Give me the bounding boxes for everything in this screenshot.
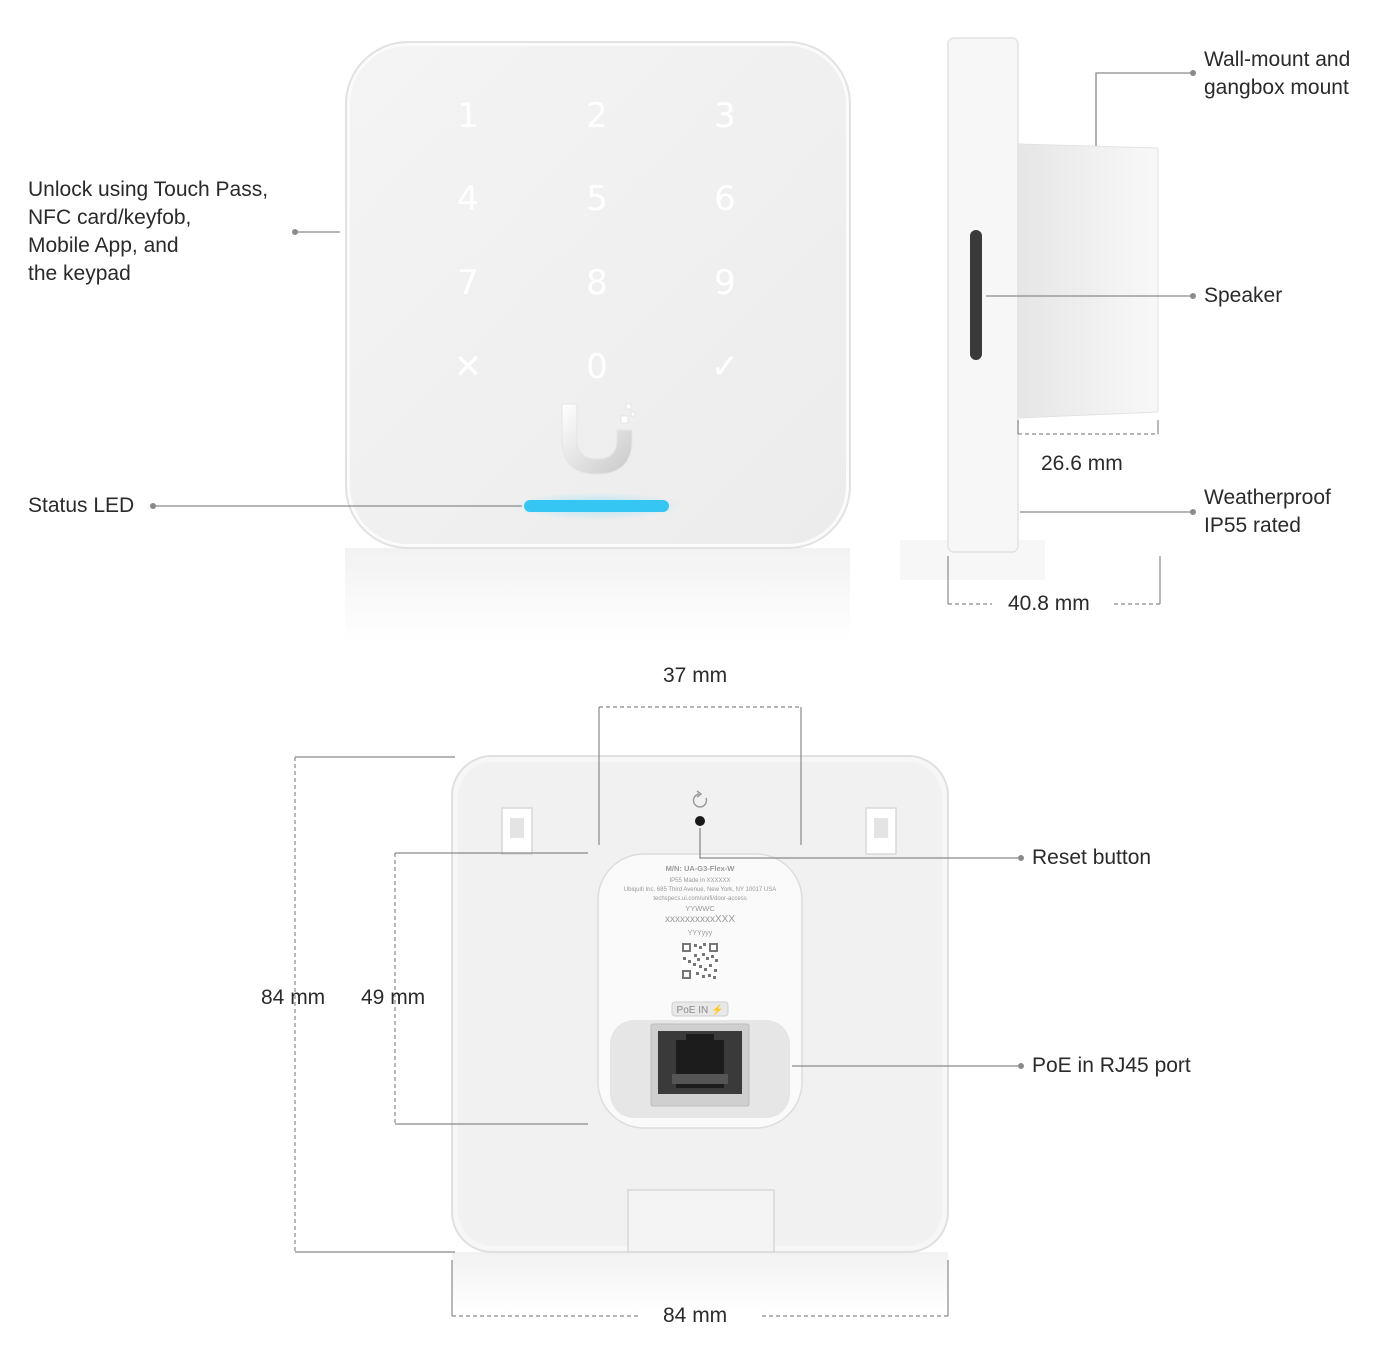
reset-icon [692, 790, 708, 808]
status-led [524, 500, 669, 512]
reset-button[interactable] [695, 816, 705, 826]
key-1: 1 [457, 96, 479, 136]
key-3: 3 [714, 96, 736, 136]
back-view: M/N: UA-G3-Flex-W IP55 Made in XXXXXX Ub… [451, 755, 949, 1312]
callout-wall-mount: Wall-mount and gangbox mount [1204, 46, 1350, 102]
side-mount [1017, 143, 1159, 419]
svg-text:Ubiquiti Inc. 685 Third Avenue: Ubiquiti Inc. 685 Third Avenue, New York… [624, 887, 776, 893]
side-front-plate [947, 37, 1019, 553]
svg-text:xxxxxxxxxxXXX: xxxxxxxxxxXXX [665, 914, 735, 925]
key-9: 9 [714, 263, 736, 303]
callout-status-led: Status LED [28, 494, 135, 517]
callout-wall-mount-line-2: gangbox mount [1204, 76, 1349, 99]
keypad: 1 2 3 4 5 6 7 8 9 ✕ 0 ✓ [454, 96, 740, 387]
key-0: 0 [586, 347, 608, 387]
speaker-slot [970, 230, 982, 360]
product-label: M/N: UA-G3-Flex-W IP55 Made in XXXXXX Ub… [624, 864, 776, 937]
svg-text:IP55 Made in XXXXXX: IP55 Made in XXXXXX [669, 878, 730, 884]
key-4: 4 [457, 179, 479, 219]
callout-speaker: Speaker [1204, 284, 1283, 307]
dimension-mount-height: 49 mm [361, 986, 426, 1009]
callout-unlock: Unlock using Touch Pass, NFC card/keyfob… [28, 176, 268, 288]
key-8: 8 [586, 263, 608, 303]
svg-text:YYWWC: YYWWC [685, 904, 715, 913]
svg-text:techspecs.ui.com/unifi/door-ac: techspecs.ui.com/unifi/door-access [653, 896, 746, 902]
key-2: 2 [586, 96, 608, 136]
callout-unlock-line-1: Unlock using Touch Pass, [28, 178, 269, 201]
key-7: 7 [457, 263, 479, 303]
front-view: 1 2 3 4 5 6 7 8 9 ✕ 0 ✓ [345, 41, 851, 643]
mount-hole-right [865, 807, 897, 855]
leader-lines [153, 72, 1192, 1067]
dimension-lines [294, 420, 1161, 1317]
callout-weatherproof: Weatherproof IP55 rated [1204, 484, 1331, 540]
callout-unlock-line-2: NFC card/keyfob, [28, 206, 192, 229]
unifi-logo-icon [561, 403, 636, 475]
svg-text:PoE IN ⚡: PoE IN ⚡ [677, 1003, 724, 1016]
poe-tag [671, 1001, 729, 1017]
qr-code-icon [681, 942, 719, 980]
dimension-depth-mount: 26.6 mm [1041, 452, 1123, 475]
front-face [350, 46, 846, 544]
key-cancel: ✕ [454, 347, 483, 387]
callout-weatherproof-line-2: IP55 rated [1204, 514, 1301, 537]
dimension-mount-width: 37 mm [663, 664, 728, 687]
key-6: 6 [714, 179, 736, 219]
callout-reset-button: Reset button [1032, 846, 1152, 869]
callout-unlock-line-3: Mobile App, and [28, 234, 179, 257]
side-view [900, 37, 1159, 580]
key-confirm: ✓ [711, 347, 740, 387]
callout-unlock-line-4: the keypad [28, 262, 131, 285]
callout-wall-mount-line-1: Wall-mount and [1204, 48, 1351, 71]
svg-text:YYYyyy: YYYyyy [688, 930, 713, 937]
front-reflection [345, 548, 850, 643]
callout-poe-port: PoE in RJ45 port [1032, 1054, 1191, 1077]
leader-dots [150, 70, 1196, 1069]
callout-weatherproof-line-1: Weatherproof [1204, 486, 1331, 509]
dimension-width: 84 mm [663, 1304, 728, 1327]
dimension-height: 84 mm [261, 986, 326, 1009]
key-5: 5 [586, 179, 608, 219]
dimension-depth-total: 40.8 mm [1008, 592, 1090, 615]
svg-text:M/N: UA-G3-Flex-W: M/N: UA-G3-Flex-W [666, 864, 736, 873]
back-reflection [452, 1252, 948, 1312]
back-tab [627, 1189, 775, 1253]
